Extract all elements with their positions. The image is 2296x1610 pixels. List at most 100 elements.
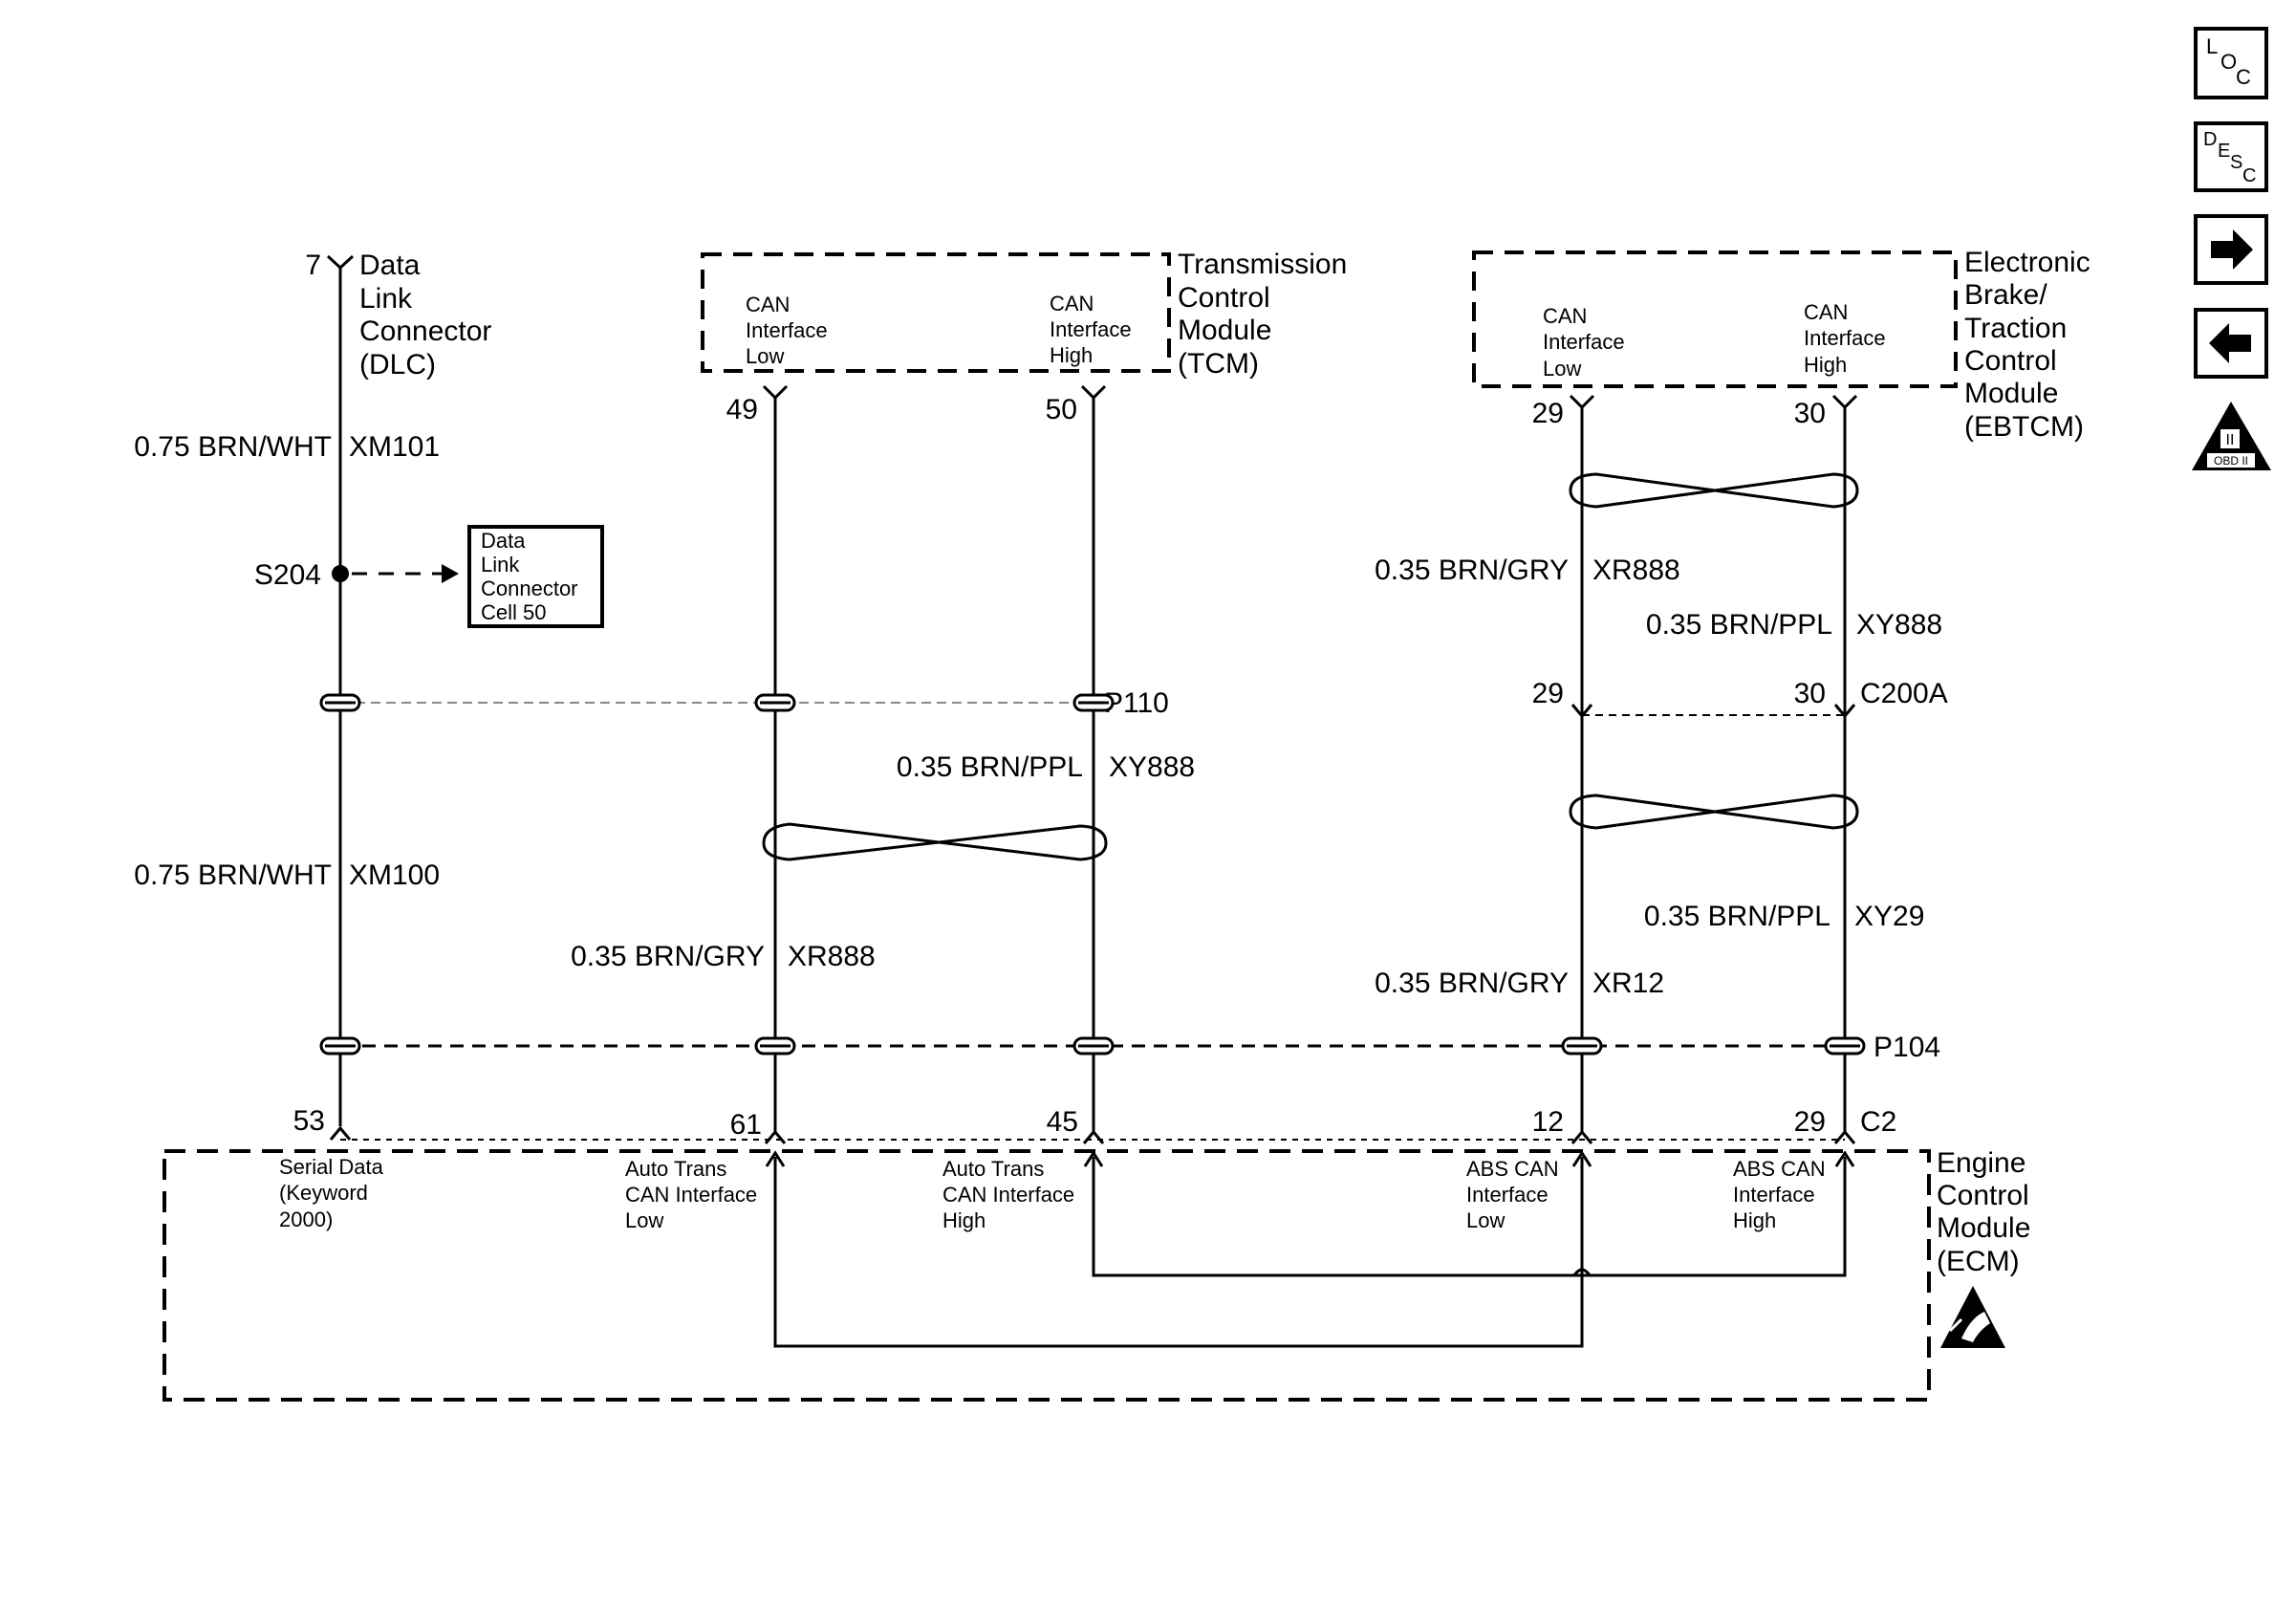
splice-ref-arrow-icon (442, 564, 459, 583)
ecm-internal-bus (773, 1157, 1847, 1348)
tcm-pin-49-terminal (762, 384, 789, 401)
c200a-pin-low: 29 (1532, 678, 1564, 709)
next-page-button[interactable] (2194, 214, 2268, 285)
ecm-abs-low-line-2: Interface (1466, 1183, 1549, 1207)
tcm-low-line-2: Interface (746, 318, 828, 342)
loc-icon: L O C (2206, 34, 2251, 89)
dlc-circuit-lower: XM100 (349, 859, 440, 891)
ecm-pin-45: 45 (1047, 1106, 1078, 1138)
p104-connector-marks (319, 1036, 1866, 1055)
tcm-high-line-2: Interface (1050, 317, 1132, 341)
arrow-right-icon (2211, 229, 2253, 270)
ecm-abs-low-line-1: ABS CAN (1466, 1157, 1559, 1181)
tcm-name-line-1: Transmission (1178, 249, 1347, 280)
dlc-pin-label: 7 (305, 250, 321, 281)
ebtcm-pin-high: 30 (1794, 398, 1826, 429)
ebtcm-low-upper-circuit: XR888 (1592, 555, 1680, 586)
tcm-high-line-1: CAN (1050, 292, 1094, 315)
tcm-twisted-pair-icon (762, 822, 1108, 861)
ecm-name-line-2: Control (1937, 1180, 2029, 1211)
ebtcm-box (1472, 250, 1958, 388)
dlc-name-line-3: Connector (359, 315, 491, 347)
ebtcm-pin-low: 29 (1532, 398, 1564, 429)
dlc-name-line-1: Data (359, 250, 421, 281)
p110-label: P110 (1104, 687, 1169, 719)
side-nav: L O C D E S C II OBD II (2192, 27, 2271, 470)
ebtcm-high-lower-circuit: XY29 (1854, 901, 1924, 932)
esd-warning-icon (1940, 1286, 2005, 1348)
ebtcm-low-line-2: Interface (1543, 330, 1625, 354)
dlc-terminal (326, 254, 355, 271)
ecm-abs-high-line-2: Interface (1733, 1183, 1815, 1207)
splice-s204 (332, 565, 349, 582)
ebtcm-pin-29-terminal (1569, 394, 1595, 410)
ebtcm-low-line-1: CAN (1543, 304, 1587, 328)
ecm-pin-61: 61 (730, 1109, 762, 1141)
loc-letter-o: O (2220, 50, 2237, 74)
ecm-at-low-line-1: Auto Trans (625, 1157, 726, 1181)
ebtcm-low-upper-wire-color: 0.35 BRN/GRY (1375, 555, 1569, 586)
tcm-box (701, 252, 1171, 373)
ecm-box (162, 1149, 1931, 1402)
tcm-name-line-2: Control (1178, 282, 1270, 314)
dlc-ref-box[interactable] (467, 525, 604, 628)
tcm-name-line-3: Module (1178, 315, 1271, 346)
dlc-wire-upper-color: 0.75 BRN/WHT (134, 431, 332, 463)
tcm-low-circuit: XR888 (788, 941, 876, 972)
tcm-pin-50-terminal (1080, 384, 1107, 401)
dlc-wire-lower-color: 0.75 BRN/WHT (134, 859, 332, 891)
ebtcm-name-line-6: (EBTCM) (1964, 411, 2084, 443)
ecm-abs-high-line-3: High (1733, 1208, 1776, 1232)
dlc-name-line-2: Link (359, 283, 413, 315)
desc-letter-e: E (2218, 141, 2230, 162)
ecm-name-line-1: Engine (1937, 1147, 2025, 1179)
ebtcm-low-lower-wire-color: 0.35 BRN/GRY (1375, 968, 1569, 999)
ref-box-line-3: Connector (481, 577, 578, 600)
ecm-pin-29: 29 (1794, 1106, 1826, 1138)
ecm-name-line-4: (ECM) (1937, 1246, 2020, 1277)
loc-letter-l: L (2206, 34, 2218, 58)
ebtcm-name-line-5: Module (1964, 378, 2058, 409)
ecm-at-low-line-3: Low (625, 1208, 663, 1232)
ecm-abs-low-line-3: Low (1466, 1208, 1505, 1232)
tcm-high-wire-color: 0.35 BRN/PPL (897, 751, 1083, 783)
ecm-serial-line-2: (Keyword (279, 1181, 368, 1205)
ebtcm-high-line-1: CAN (1804, 300, 1848, 324)
tcm-pin-low: 49 (726, 394, 758, 425)
c200a-pin-30-terminal (1833, 704, 1856, 719)
tcm-low-wire-color: 0.35 BRN/GRY (571, 941, 765, 972)
desc-button[interactable]: D E S C (2194, 121, 2268, 192)
ecm-at-high-line-1: Auto Trans (942, 1157, 1044, 1181)
obd-ii-button[interactable]: II OBD II (2192, 402, 2271, 470)
ecm-at-high-line-2: CAN Interface (942, 1183, 1074, 1207)
ecm-at-high-line-3: High (942, 1208, 986, 1232)
ebtcm-low-line-3: Low (1543, 357, 1581, 381)
ebtcm-high-upper-wire-color: 0.35 BRN/PPL (1646, 609, 1832, 641)
ecm-internal-arrows (765, 1150, 1855, 1167)
ebtcm-name-line-1: Electronic (1964, 247, 2090, 278)
loc-button[interactable]: L O C (2194, 27, 2268, 99)
ebtcm-name-line-4: Control (1964, 345, 2057, 377)
p110-connector-marks (319, 693, 1115, 712)
ecm-serial-line-3: 2000) (279, 1208, 333, 1231)
ref-box-line-2: Link (481, 553, 520, 577)
previous-page-button[interactable] (2194, 308, 2268, 379)
ecm-block: 53 61 45 12 29 C2 Serial Data (Keyword 2… (162, 1105, 2030, 1402)
ebtcm-name-line-3: Traction (1964, 313, 2067, 344)
dlc-circuit-upper: XM101 (349, 431, 440, 463)
obd-ii-label: OBD II (2214, 454, 2248, 468)
tcm-name-line-4: (TCM) (1178, 348, 1259, 380)
ebtcm-upper-twisted-pair-icon (1569, 472, 1859, 509)
ref-box-line-1: Data (481, 529, 526, 553)
ebtcm-high-line-3: High (1804, 353, 1847, 377)
obd-ii-mark: II (2226, 432, 2235, 448)
p104-label: P104 (1874, 1032, 1940, 1063)
ecm-name-line-3: Module (1937, 1212, 2030, 1244)
desc-letter-s: S (2230, 152, 2242, 173)
ebtcm-low-lower-circuit: XR12 (1592, 968, 1664, 999)
c200a-pin-high: 30 (1794, 678, 1826, 709)
dlc-circuit: 7 Data Link Connector (DLC) 0.75 BRN/WHT… (134, 250, 604, 1126)
ebtcm-high-lower-wire-color: 0.35 BRN/PPL (1644, 901, 1830, 932)
ecm-pin-12: 12 (1532, 1106, 1564, 1138)
